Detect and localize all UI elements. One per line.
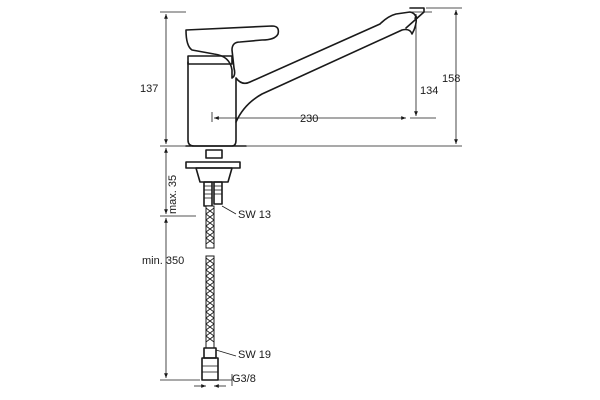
dim-max35-label: max. 35 xyxy=(167,175,179,214)
mounting-assembly xyxy=(185,149,241,207)
faucet-body xyxy=(185,7,425,147)
dim-sw13-label: SW 13 xyxy=(238,209,271,221)
dim-230-label: 230 xyxy=(300,113,318,125)
dim-158-label: 158 xyxy=(442,73,460,85)
dim-134-label: 134 xyxy=(420,85,438,97)
dim-sw19-label: SW 19 xyxy=(238,349,271,361)
dim-g38-label: G3/8 xyxy=(232,373,256,385)
supply-hose xyxy=(201,205,219,381)
dim-min350-label: min. 350 xyxy=(142,255,184,267)
dim-137-label: 137 xyxy=(140,83,158,95)
dimension-lines xyxy=(160,7,462,388)
